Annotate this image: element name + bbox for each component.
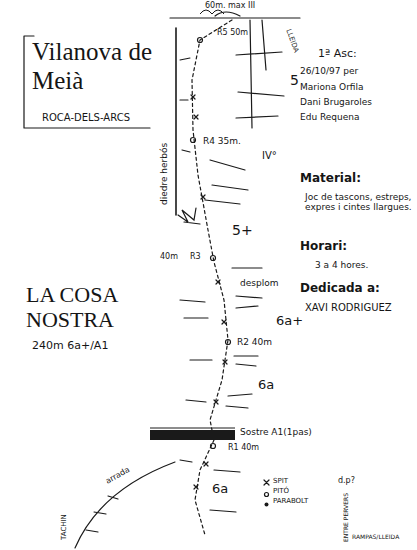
info-heading: Dedicada a: xyxy=(300,282,380,296)
legend-text: SPIT xyxy=(273,477,288,485)
climber-name: Mariona Orfila xyxy=(300,82,364,92)
info-text: XAVI RODRIGUEZ xyxy=(305,302,392,314)
grade: 5+ xyxy=(232,222,253,238)
legend-text: PARABOLT xyxy=(273,497,308,505)
feature-label: Sostre A1(1pas) xyxy=(240,427,312,437)
info-text: 26/10/97 per xyxy=(300,66,358,76)
crag-name: ROCA-DELS-ARCS xyxy=(42,112,130,124)
belay-label: R4 35m. xyxy=(203,136,241,146)
belay-label: R3 xyxy=(190,252,201,261)
feature-label: arrada xyxy=(104,465,131,486)
belay-label: R1 40m xyxy=(228,443,259,452)
diagram-title: Vilanova de Meià xyxy=(32,38,172,96)
legend-text: PITÓ xyxy=(273,487,289,495)
place-label: ENTRE PERVERS xyxy=(343,493,350,542)
info-heading: 1ª Asc: xyxy=(318,48,357,61)
pitch-length: 60m. max III xyxy=(205,1,255,10)
grade: IV° xyxy=(262,150,277,162)
grade: 6a xyxy=(258,378,274,393)
climber-name: Dani Brugaroles xyxy=(300,97,372,107)
info-text: Joc de tascons, estreps, expres i cintes… xyxy=(305,192,413,213)
place-label: TACHIN xyxy=(60,514,68,540)
grade: 6a+ xyxy=(276,314,303,329)
pitch-length: 40m xyxy=(160,252,178,261)
feature-label: desplom xyxy=(240,278,278,288)
belay-label: R2 40m xyxy=(237,337,272,347)
direction-label: RAMPAS/LLEIDA xyxy=(352,534,399,541)
climber-name: Edu Requena xyxy=(300,112,360,122)
feature-label: diedre herbós xyxy=(159,143,169,205)
grade: 5 xyxy=(290,72,299,88)
info-text: 3 a 4 hores. xyxy=(315,260,368,270)
route-name: LA COSA NOSTRA xyxy=(26,282,141,333)
belay-label: R5 50m xyxy=(217,28,248,37)
direction-label: LLEIDA xyxy=(284,28,300,54)
route-grade: 240m 6a+/A1 xyxy=(32,340,108,353)
note: d.p? xyxy=(338,476,355,485)
grade: 6a xyxy=(212,482,228,497)
info-heading: Material: xyxy=(300,172,361,186)
info-heading: Horari: xyxy=(300,240,347,254)
